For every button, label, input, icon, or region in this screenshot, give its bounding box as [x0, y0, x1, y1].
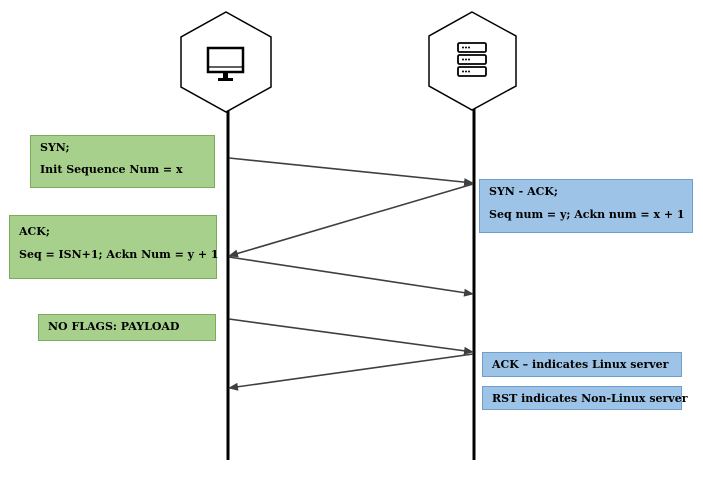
- ack-title: ACK;: [19, 225, 50, 238]
- syn-title: SYN;: [40, 141, 70, 154]
- non-linux-reply-text: RST indicates Non-Linux server: [492, 392, 688, 405]
- no-flags-message-box: NO FLAGS: PAYLOAD: [38, 314, 216, 341]
- syn-message-box: SYN; Init Sequence Num = x: [30, 135, 215, 188]
- linux-reply-text: ACK – indicates Linux server: [492, 358, 669, 371]
- arrow-payload: [228, 318, 474, 355]
- ack-message-box: ACK; Seq = ISN+1; Ackn Num = y + 1: [9, 215, 219, 279]
- arrow-ack: [228, 256, 474, 297]
- syn-ack-message-box: SYN - ACK; Seq num = y; Ackn num = x + 1: [479, 179, 693, 233]
- ack-detail: Seq = ISN+1; Ackn Num = y + 1: [19, 248, 219, 261]
- syn-ack-title: SYN - ACK;: [489, 185, 558, 198]
- syn-ack-detail: Seq num = y; Ackn num = x + 1: [489, 208, 685, 221]
- arrow-syn: [228, 157, 474, 187]
- no-flags-title: NO FLAGS: PAYLOAD: [48, 320, 180, 333]
- arrow-syn-ack: [228, 183, 474, 258]
- server-rack-icon: [457, 42, 487, 77]
- server-node: [428, 11, 517, 111]
- arrow-reply: [228, 353, 474, 391]
- linux-reply-box: ACK – indicates Linux server: [482, 352, 682, 377]
- client-node: [180, 11, 272, 113]
- non-linux-reply-box: RST indicates Non-Linux server: [482, 386, 688, 410]
- syn-detail: Init Sequence Num = x: [40, 163, 183, 176]
- desktop-monitor-icon: [206, 46, 245, 81]
